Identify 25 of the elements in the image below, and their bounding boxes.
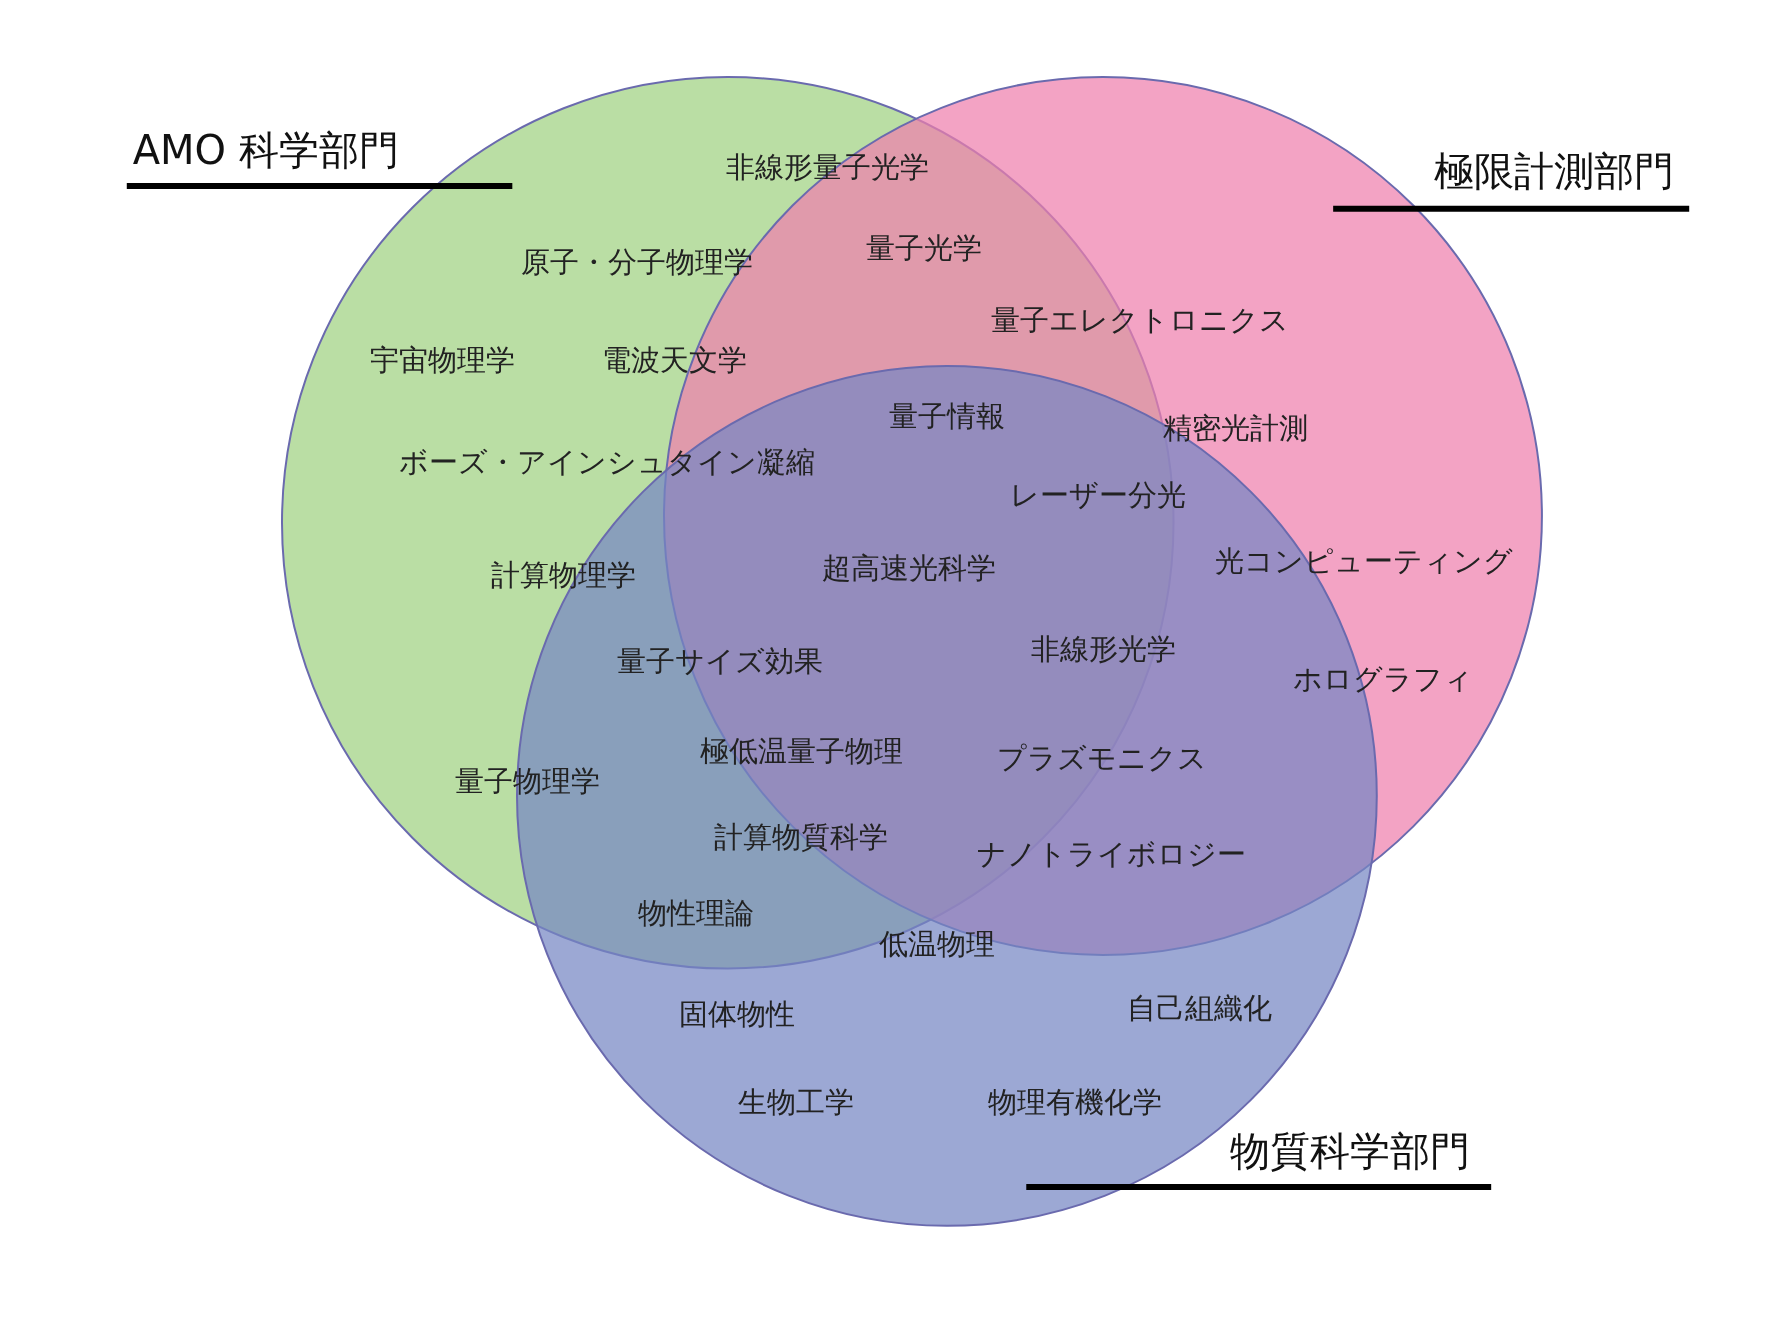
topic-label: 自己組織化 xyxy=(1127,993,1273,1026)
topic-label: 超高速光科学 xyxy=(822,553,997,586)
section-heading: 物質科学部門 xyxy=(1230,1130,1471,1171)
topic-label: 宇宙物理学 xyxy=(369,344,515,377)
topic-label: プラズモニクス xyxy=(997,742,1208,775)
topic-label: 物性理論 xyxy=(638,898,755,930)
topic-label: 物理有機化学 xyxy=(987,1087,1162,1120)
topic-label: 計算物理学 xyxy=(491,560,637,592)
topic-label: 量子情報 xyxy=(888,401,1005,434)
topic-label: 極低温量子物理 xyxy=(700,735,904,768)
topic-label: 量子エレクトロニクス xyxy=(990,304,1289,337)
topic-label: 量子物理学 xyxy=(454,766,600,799)
topic-label: 計算物質科学 xyxy=(713,822,888,854)
section-heading: AMO 科学部門 xyxy=(132,130,399,171)
topic-label: 非線形光学 xyxy=(1030,633,1176,666)
topic-label: ナノトライボロジー xyxy=(976,839,1246,871)
topic-label: 光コンピューティング xyxy=(1215,546,1514,579)
topic-label: 固体物性 xyxy=(679,998,796,1031)
topic-label: 量子光学 xyxy=(866,233,983,266)
topic-label: 低温物理 xyxy=(878,928,995,961)
section-heading: 極限計測部門 xyxy=(1434,150,1675,191)
topic-label: 量子サイズ効果 xyxy=(617,646,824,679)
topic-label: レーザー分光 xyxy=(1009,479,1186,512)
topic-label: 生物工学 xyxy=(738,1087,854,1120)
topic-label: ボーズ・アインシュタイン凝縮 xyxy=(398,446,815,479)
